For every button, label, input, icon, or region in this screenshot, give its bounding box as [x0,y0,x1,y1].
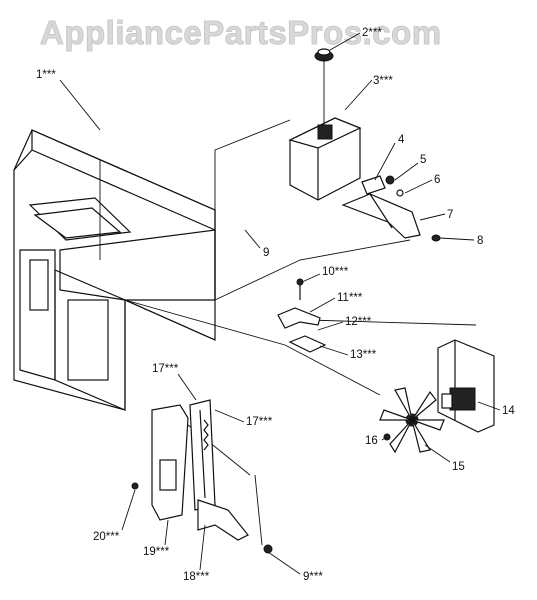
callout-5: 5 [420,154,426,166]
oven-chassis [13,129,216,411]
magnetron-bracket [341,193,421,239]
assembly-guide-lines [99,58,477,546]
callout-20: 20*** [93,531,120,543]
callout-2: 2*** [362,27,382,39]
callout-3: 3*** [373,75,393,87]
callout-9-top: 9 [263,247,269,259]
callout-9-bottom: 9*** [303,571,323,583]
latch-assembly [131,399,273,554]
callout-13: 13*** [350,349,377,361]
callout-11: 11*** [337,292,363,304]
fan-blade [379,387,445,454]
callout-14: 14 [502,405,515,417]
callout-7: 7 [447,209,453,221]
callout-8: 8 [477,235,483,247]
callout-12: 12*** [345,316,372,328]
callout-1: 1*** [36,69,56,81]
callout-16: 16 [365,435,378,447]
small-parts-upper [361,175,441,242]
callout-15: 15 [452,461,465,473]
callout-leaders [59,32,501,575]
callout-10: 10*** [322,266,349,278]
callout-4: 4 [398,134,405,146]
callout-17-right: 17*** [246,416,273,428]
callout-labels: 1*** 2*** 3*** 4 5 6 7 8 9 10*** 11*** 1… [36,27,515,583]
callout-6: 6 [434,174,440,186]
switch-parts [277,278,327,353]
magnetron [288,48,362,201]
callout-18: 18*** [183,571,210,583]
fan-motor-bracket [437,339,495,433]
callout-19: 19*** [143,546,170,558]
callout-17-upper: 17*** [152,363,179,375]
watermark-text: AppliancePartsPros.com [40,14,442,52]
